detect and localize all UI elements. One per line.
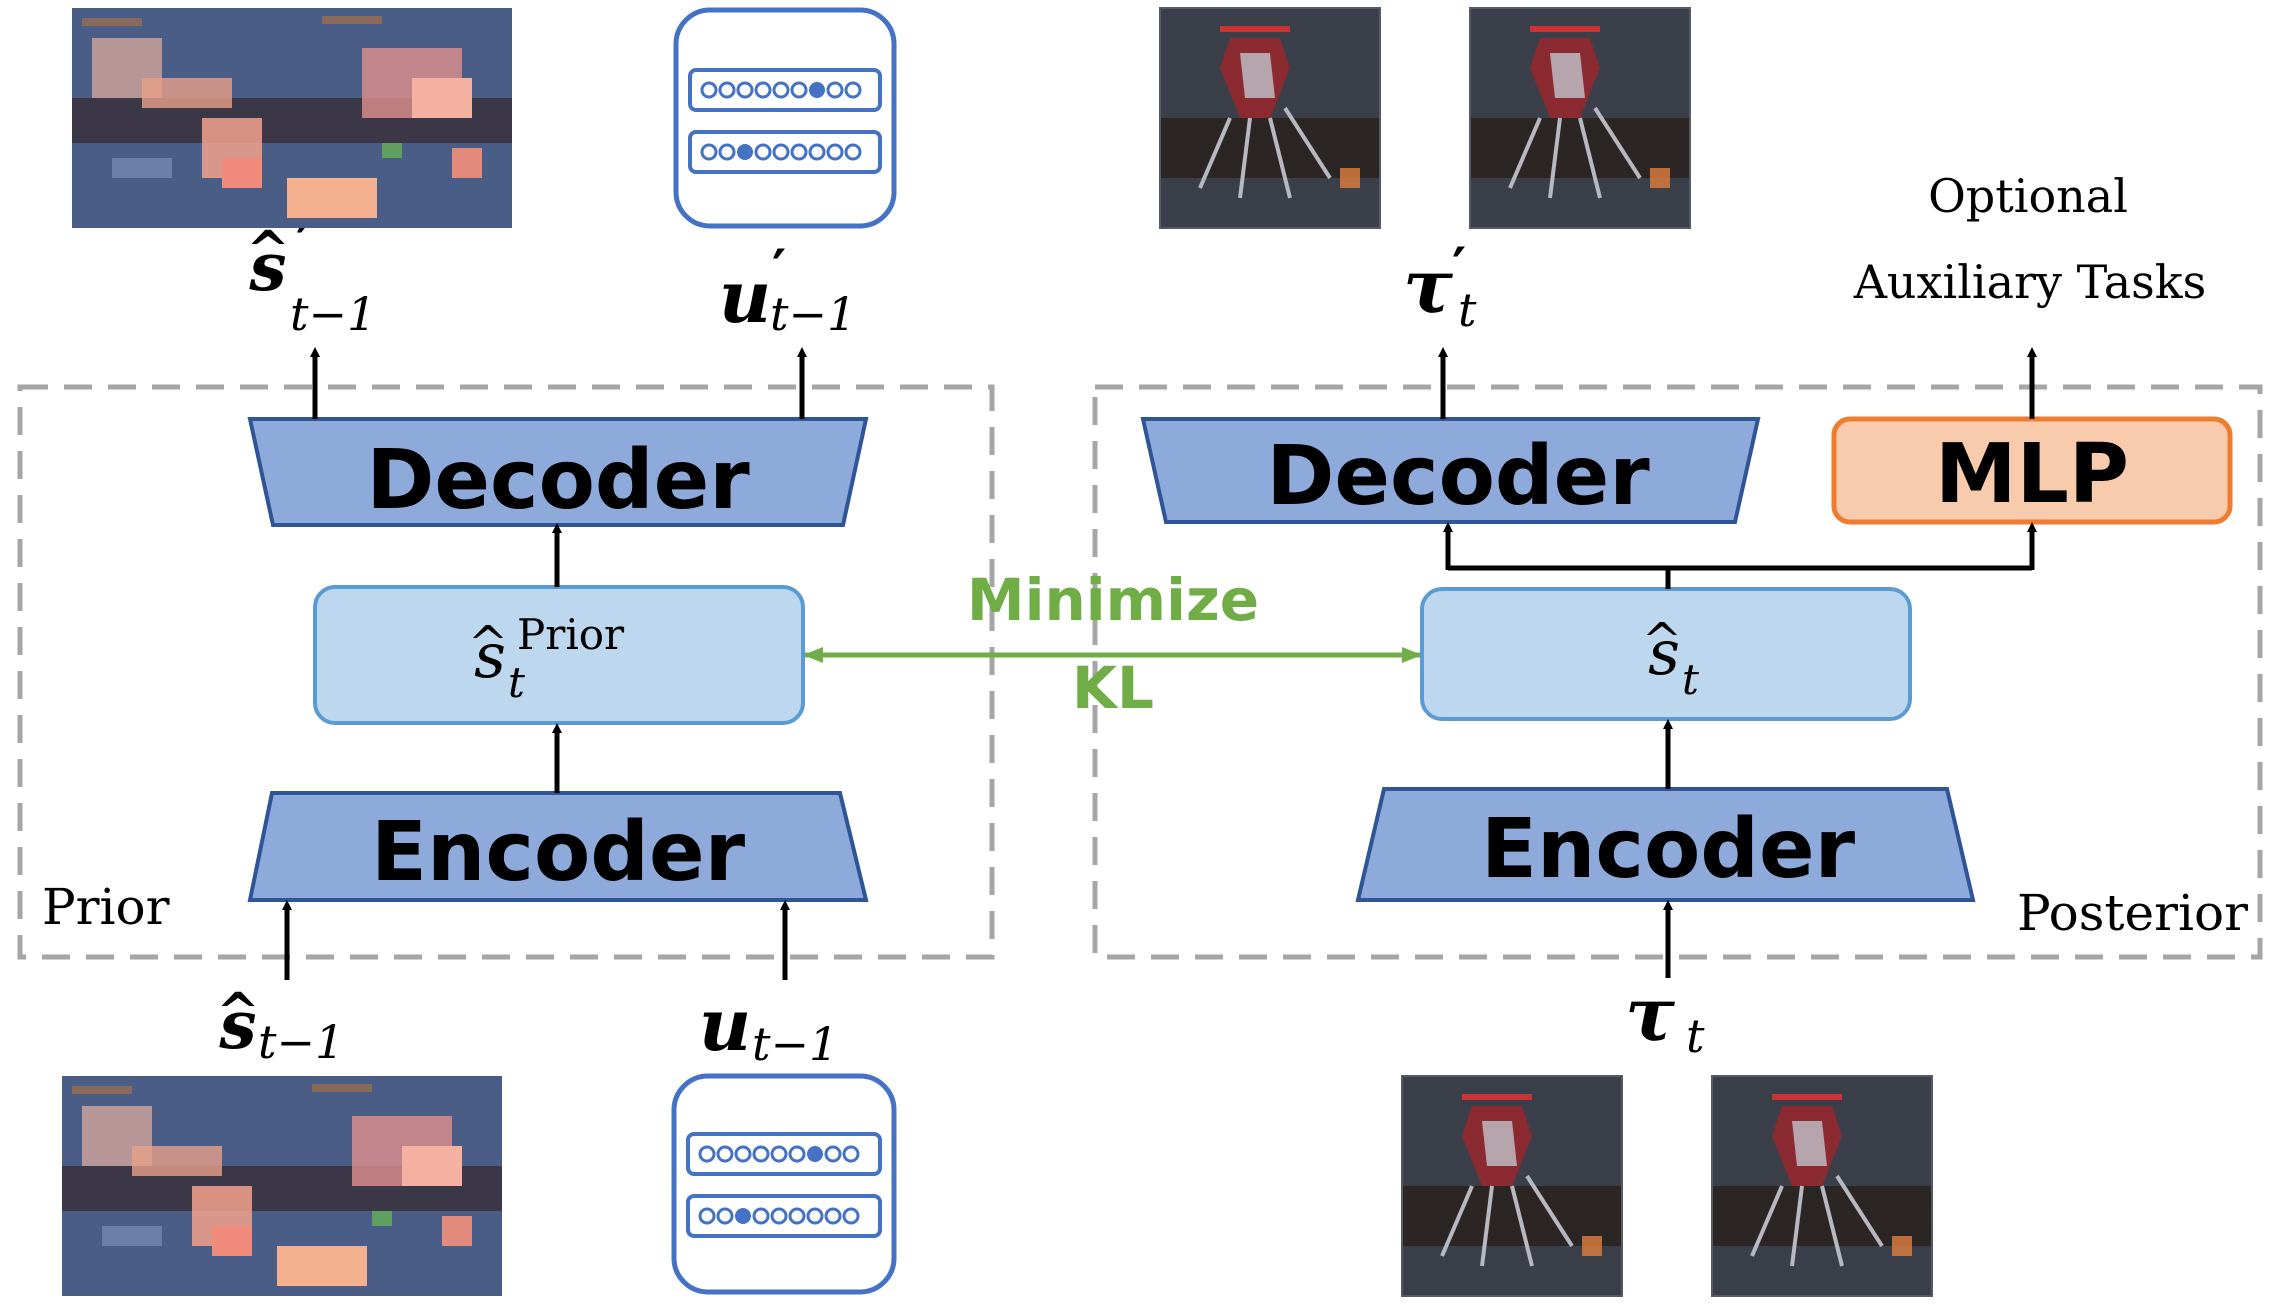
prior-input-action-image bbox=[671, 1073, 897, 1295]
svg-text:^: ^ bbox=[468, 616, 508, 672]
posterior-group-frame bbox=[1092, 384, 2263, 960]
aux-tasks-label-line2: Auxiliary Tasks bbox=[1853, 255, 2207, 309]
prior-latent-symbol: ^ s t Prior bbox=[468, 610, 625, 707]
svg-text:t−1: t−1 bbox=[258, 1015, 344, 1069]
svg-text:^: ^ bbox=[1642, 613, 1682, 669]
svg-text:^: ^ bbox=[246, 220, 290, 281]
prior-output-action-image bbox=[673, 7, 897, 229]
aux-tasks-label-line1: Optional bbox=[1928, 169, 2128, 223]
posterior-output-frame-1 bbox=[1158, 6, 1382, 230]
svg-text:Prior: Prior bbox=[517, 610, 625, 659]
posterior-input-frame-2 bbox=[1710, 1074, 1934, 1298]
svg-text:u: u bbox=[719, 254, 771, 339]
svg-text:′: ′ bbox=[772, 237, 786, 301]
svg-text:^: ^ bbox=[216, 982, 260, 1043]
svg-text:τ: τ bbox=[1625, 972, 1675, 1058]
prior-group-frame bbox=[17, 384, 995, 960]
posterior-input-traj-label: τ t bbox=[1625, 972, 1705, 1063]
svg-text:t−1: t−1 bbox=[290, 287, 376, 341]
prior-decoder-label: Decoder bbox=[366, 433, 750, 528]
svg-text:′: ′ bbox=[1452, 235, 1466, 299]
posterior-encoder-label: Encoder bbox=[1481, 802, 1856, 897]
svg-text:t−1: t−1 bbox=[770, 287, 856, 341]
prior-input-action-label: u t−1 bbox=[699, 982, 838, 1071]
posterior-decoder-label: Decoder bbox=[1266, 429, 1650, 524]
svg-text:t−1: t−1 bbox=[752, 1017, 838, 1071]
kl-label-line2: KL bbox=[1072, 654, 1154, 722]
svg-text:t: t bbox=[1682, 655, 1699, 704]
posterior-output-traj-label: τ ′ t bbox=[1403, 235, 1477, 337]
prior-group-label: Prior bbox=[42, 878, 170, 936]
posterior-output-frame-2 bbox=[1468, 6, 1692, 230]
prior-encoder-block bbox=[247, 791, 869, 902]
prior-output-state-image bbox=[72, 8, 512, 228]
posterior-latent-symbol: ^ s t bbox=[1642, 613, 1699, 704]
posterior-branch-lines bbox=[1448, 565, 2032, 589]
prior-input-state-label: ^ s t−1 bbox=[216, 982, 344, 1069]
svg-text:t: t bbox=[508, 658, 525, 707]
svg-text:s: s bbox=[1648, 616, 1680, 689]
prior-decoder-block bbox=[247, 417, 869, 527]
posterior-decoder-block bbox=[1140, 417, 1761, 524]
svg-text:s: s bbox=[248, 228, 286, 306]
mlp-label: MLP bbox=[1935, 427, 2129, 522]
svg-text:t: t bbox=[1686, 1009, 1705, 1063]
posterior-encoder-block bbox=[1355, 787, 1976, 902]
prior-input-state-image bbox=[62, 1076, 502, 1296]
svg-text:s: s bbox=[474, 619, 506, 692]
svg-text:u: u bbox=[699, 982, 751, 1067]
svg-text:s: s bbox=[218, 986, 256, 1064]
prior-output-action-label: u ′ t−1 bbox=[719, 237, 856, 341]
prior-encoder-label: Encoder bbox=[371, 805, 746, 900]
posterior-input-frame-1 bbox=[1400, 1074, 1624, 1298]
svg-text:τ: τ bbox=[1403, 244, 1453, 330]
kl-label-line1: Minimize bbox=[967, 566, 1259, 634]
svg-text:t: t bbox=[1458, 283, 1477, 337]
posterior-group-label: Posterior bbox=[2017, 884, 2248, 942]
prior-output-state-label: ^ s ′ t−1 bbox=[246, 211, 376, 341]
